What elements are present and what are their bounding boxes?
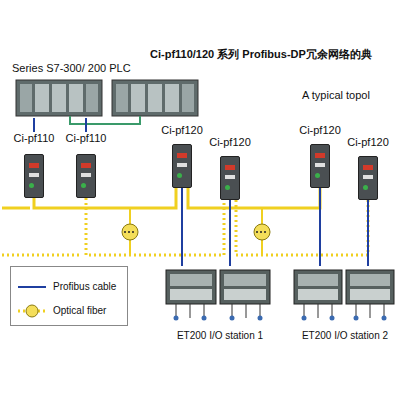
subtitle-label: A typical topol (302, 89, 370, 101)
status-led (29, 183, 34, 188)
diagram-title: Ci-pf110/120 系列 Profibus-DP冗余网络的典 (150, 47, 372, 62)
profibus-cable (181, 188, 183, 266)
converter-body (358, 156, 378, 200)
converter-body (310, 144, 330, 188)
profibus-cable (319, 188, 321, 266)
status-led (363, 175, 373, 179)
legend-sample (17, 303, 47, 319)
converter-device: Ci-pf110 (62, 132, 110, 198)
plc-rack (16, 80, 198, 124)
legend-text: Optical fiber (53, 305, 106, 317)
status-led (315, 153, 325, 158)
status-led (81, 173, 91, 177)
converter-device: Ci-pf120 (206, 136, 254, 200)
status-led (225, 185, 230, 190)
device-label: Ci-pf120 (296, 124, 344, 137)
status-led (81, 183, 86, 188)
profibus-cable (85, 118, 87, 132)
converter-device: Ci-pf120 (296, 124, 344, 188)
legend-row: Profibus cable (17, 279, 116, 295)
converter-body (24, 154, 44, 198)
device-label: Ci-pf110 (10, 132, 58, 145)
device-label: ET200 I/O station 2 (290, 329, 400, 342)
converter-body (220, 156, 240, 200)
status-led (81, 163, 91, 168)
converter-device: Ci-pf110 (10, 132, 58, 198)
status-led (177, 153, 187, 158)
status-led (177, 173, 182, 178)
device-label: Series S7-300/ 200 PLC (12, 62, 202, 75)
io-rack (294, 270, 394, 321)
legend-sample (17, 279, 47, 295)
optical-fiber (236, 200, 368, 255)
legend-text: Profibus cable (53, 281, 116, 293)
device-label: Ci-pf120 (158, 124, 206, 137)
status-led (29, 173, 39, 177)
profibus-cable (367, 200, 369, 266)
legend-row: Optical fiber (17, 303, 106, 319)
converter-device: Ci-pf120 (158, 124, 206, 188)
device-label: ET200 I/O station 1 (162, 329, 278, 342)
status-led (363, 185, 368, 190)
converter-body (76, 154, 96, 198)
io-station: ET200 I/O station 2 (290, 266, 400, 342)
optical-fiber (188, 188, 320, 208)
converter-device: Ci-pf120 (344, 136, 392, 200)
device-label: Ci-pf120 (206, 136, 254, 149)
status-led (315, 173, 320, 178)
device-label: Ci-pf110 (62, 132, 110, 145)
device-label: Ci-pf120 (344, 136, 392, 149)
status-led (29, 163, 39, 168)
status-led (315, 163, 325, 167)
status-led (225, 175, 235, 179)
plc-unit: Series S7-300/ 200 PLC (12, 62, 202, 118)
status-led (177, 163, 187, 167)
legend-box: Profibus cableOptical fiber (10, 266, 128, 326)
status-led (363, 165, 373, 170)
profibus-cable (33, 118, 35, 132)
converter-body (172, 144, 192, 188)
profibus-cable (229, 200, 231, 266)
status-led (225, 165, 235, 170)
optical-fiber (34, 188, 176, 208)
io-rack (166, 270, 270, 321)
io-station: ET200 I/O station 1 (162, 266, 278, 342)
